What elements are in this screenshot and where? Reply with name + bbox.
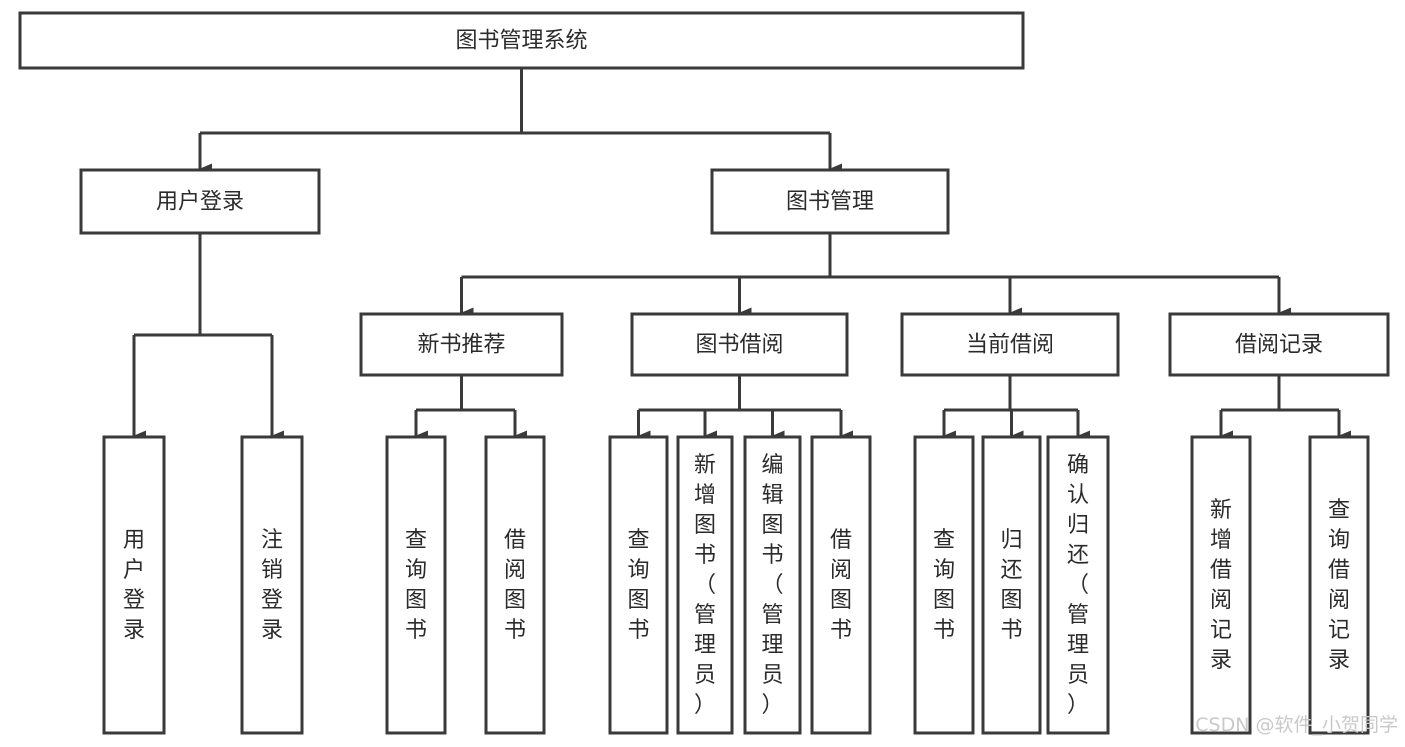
node-label-borrow-record: 借阅记录 <box>1235 333 1323 358</box>
node-leaf-query-borrow-record[interactable]: 查询借阅记录 <box>1308 435 1370 735</box>
node-label-leaf-query-book-borrow: 查询图书 <box>627 528 649 643</box>
node-label-leaf-query-borrow-record: 查询借阅记录 <box>1328 498 1350 673</box>
node-layer: 图书管理系统用户登录图书管理新书推荐图书借阅当前借阅借阅记录用户登录注销登录查询… <box>18 11 1390 735</box>
node-new-book-recommend[interactable]: 新书推荐 <box>359 312 564 377</box>
node-box-leaf-confirm-return <box>1046 435 1110 735</box>
node-leaf-query-book-recommend[interactable]: 查询图书 <box>385 435 447 735</box>
node-box-leaf-user-logout <box>240 435 304 735</box>
node-label-leaf-edit-book: 编辑图书（管理员） <box>761 453 783 718</box>
node-box-leaf-query-borrow-record <box>1308 435 1370 735</box>
node-book-borrow[interactable]: 图书借阅 <box>630 312 849 377</box>
node-label-leaf-query-book-current: 查询图书 <box>933 528 955 643</box>
node-label-leaf-add-book: 新增图书（管理员） <box>694 453 716 718</box>
node-leaf-edit-book[interactable]: 编辑图书（管理员） <box>743 435 802 735</box>
node-root[interactable]: 图书管理系统 <box>18 11 1025 70</box>
edge-group-user-login <box>132 233 284 442</box>
node-box-book-manage <box>710 168 950 235</box>
node-label-book-manage: 图书管理 <box>786 190 874 215</box>
node-box-leaf-edit-book <box>743 435 802 735</box>
node-box-leaf-query-book-borrow <box>608 435 669 735</box>
node-label-leaf-confirm-return: 确认归还（管理员） <box>1067 453 1089 718</box>
node-box-leaf-borrow-book-recommend <box>484 435 546 735</box>
node-leaf-return-book[interactable]: 归还图书 <box>981 435 1042 735</box>
node-box-leaf-query-book-recommend <box>385 435 447 735</box>
node-label-leaf-return-book: 归还图书 <box>1000 528 1022 643</box>
node-box-new-book-recommend <box>359 312 564 377</box>
node-leaf-user-login[interactable]: 用户登录 <box>102 435 166 735</box>
node-label-root: 图书管理系统 <box>455 29 587 54</box>
edge-group-current-borrow <box>942 375 1090 442</box>
node-box-book-borrow <box>630 312 849 377</box>
node-label-leaf-query-book-recommend: 查询图书 <box>405 528 427 643</box>
node-leaf-confirm-return[interactable]: 确认归还（管理员） <box>1046 435 1110 735</box>
node-label-leaf-borrow-book-recommend: 借阅图书 <box>504 528 526 643</box>
node-box-root <box>18 11 1025 70</box>
node-borrow-record[interactable]: 借阅记录 <box>1168 312 1390 377</box>
csdn-watermark: CSDN @软件_小贺同学 <box>1195 714 1398 736</box>
node-book-manage[interactable]: 图书管理 <box>710 168 950 235</box>
node-label-leaf-user-login: 用户登录 <box>123 528 145 643</box>
node-label-leaf-borrow-book: 借阅图书 <box>830 528 852 643</box>
node-leaf-borrow-book[interactable]: 借阅图书 <box>810 435 872 735</box>
node-box-leaf-return-book <box>981 435 1042 735</box>
node-user-login[interactable]: 用户登录 <box>79 168 321 235</box>
node-current-borrow[interactable]: 当前借阅 <box>900 312 1120 377</box>
node-leaf-query-book-current[interactable]: 查询图书 <box>913 435 975 735</box>
node-label-leaf-add-borrow-record: 新增借阅记录 <box>1210 498 1232 673</box>
node-label-leaf-user-logout: 注销登录 <box>261 528 283 643</box>
node-box-leaf-query-book-current <box>913 435 975 735</box>
edge-group-new-book-recommend <box>414 375 527 442</box>
node-box-user-login <box>79 168 321 235</box>
node-label-user-login: 用户登录 <box>156 190 244 215</box>
node-label-book-borrow: 图书借阅 <box>695 333 783 358</box>
edge-group-book-borrow <box>637 375 853 442</box>
node-label-current-borrow: 当前借阅 <box>966 333 1054 358</box>
node-leaf-user-logout[interactable]: 注销登录 <box>240 435 304 735</box>
node-box-leaf-borrow-book <box>810 435 872 735</box>
node-box-leaf-add-borrow-record <box>1190 435 1252 735</box>
node-box-borrow-record <box>1168 312 1390 377</box>
node-label-new-book-recommend: 新书推荐 <box>417 333 505 358</box>
node-box-leaf-user-login <box>102 435 166 735</box>
node-leaf-add-book[interactable]: 新增图书（管理员） <box>676 435 734 735</box>
node-leaf-query-book-borrow[interactable]: 查询图书 <box>608 435 669 735</box>
node-box-leaf-add-book <box>676 435 734 735</box>
edge-group-borrow-record <box>1219 375 1351 442</box>
node-leaf-add-borrow-record[interactable]: 新增借阅记录 <box>1190 435 1252 735</box>
node-box-current-borrow <box>900 312 1120 377</box>
edge-group-book-manage <box>460 233 1291 319</box>
edge-group-root <box>198 68 842 175</box>
node-leaf-borrow-book-recommend[interactable]: 借阅图书 <box>484 435 546 735</box>
edge-layer <box>132 68 1351 442</box>
